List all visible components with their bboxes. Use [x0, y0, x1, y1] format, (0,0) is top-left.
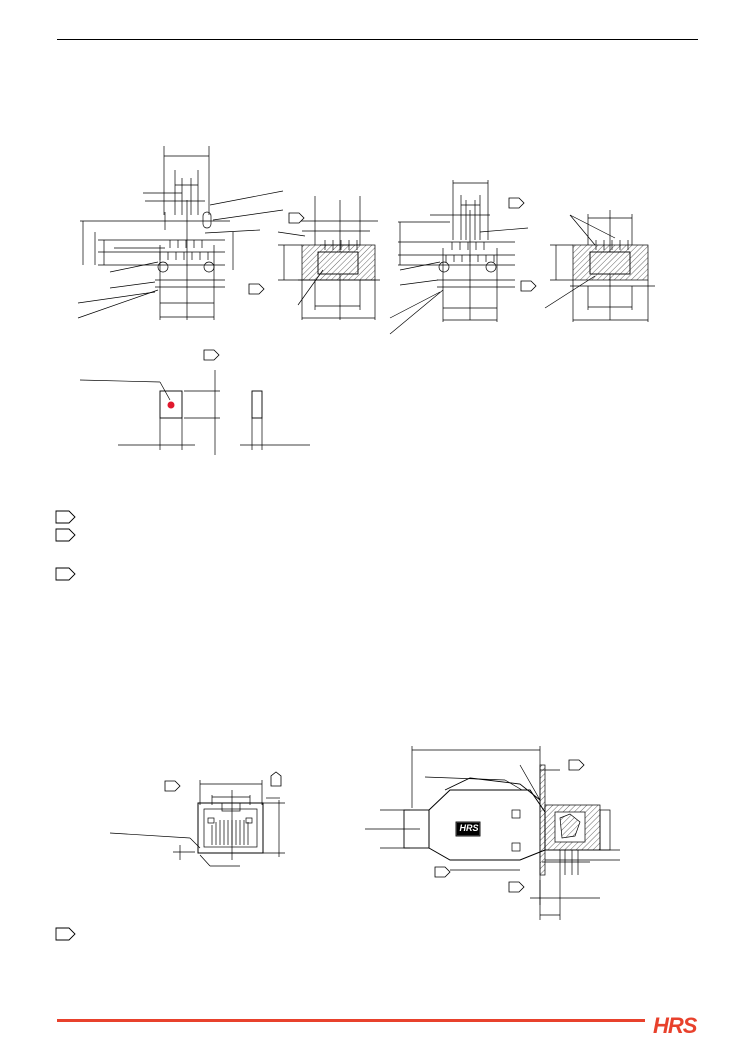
note-flag-icon: [508, 197, 525, 209]
brand-logo: HRS: [653, 1013, 697, 1038]
red-dot-marker: [167, 401, 175, 409]
note-flag-icon: [248, 283, 265, 295]
pcb-section-figure-2: [544, 210, 655, 322]
plug-side-view: [365, 746, 620, 920]
pcb-section-figure-1: [277, 196, 380, 320]
note-flag-icon: [288, 212, 305, 224]
note-flag-icon: [55, 927, 76, 941]
note-flag-icon: [434, 866, 451, 878]
note-flag-icon: [55, 567, 76, 581]
header-rule: [57, 39, 698, 40]
note-flag-icon: [508, 881, 525, 893]
note-flag-icon: [164, 780, 181, 792]
pcb-layout-figure-2: [389, 180, 529, 335]
note-flag-icon: [270, 771, 282, 787]
jack-front-view: [109, 780, 285, 867]
pcb-layout-figure-1: [77, 146, 284, 320]
pad-detail-figure: [79, 370, 310, 455]
footer-rule: [57, 1019, 645, 1022]
note-flag-icon: [568, 759, 585, 771]
note-flag-icon: [203, 349, 220, 361]
note-flag-icon: [55, 510, 76, 524]
note-flag-icon: [520, 280, 537, 292]
plug-logo-badge: [456, 822, 480, 836]
plug-logo-text: HRS: [459, 823, 479, 833]
note-flag-icon: [55, 528, 76, 542]
